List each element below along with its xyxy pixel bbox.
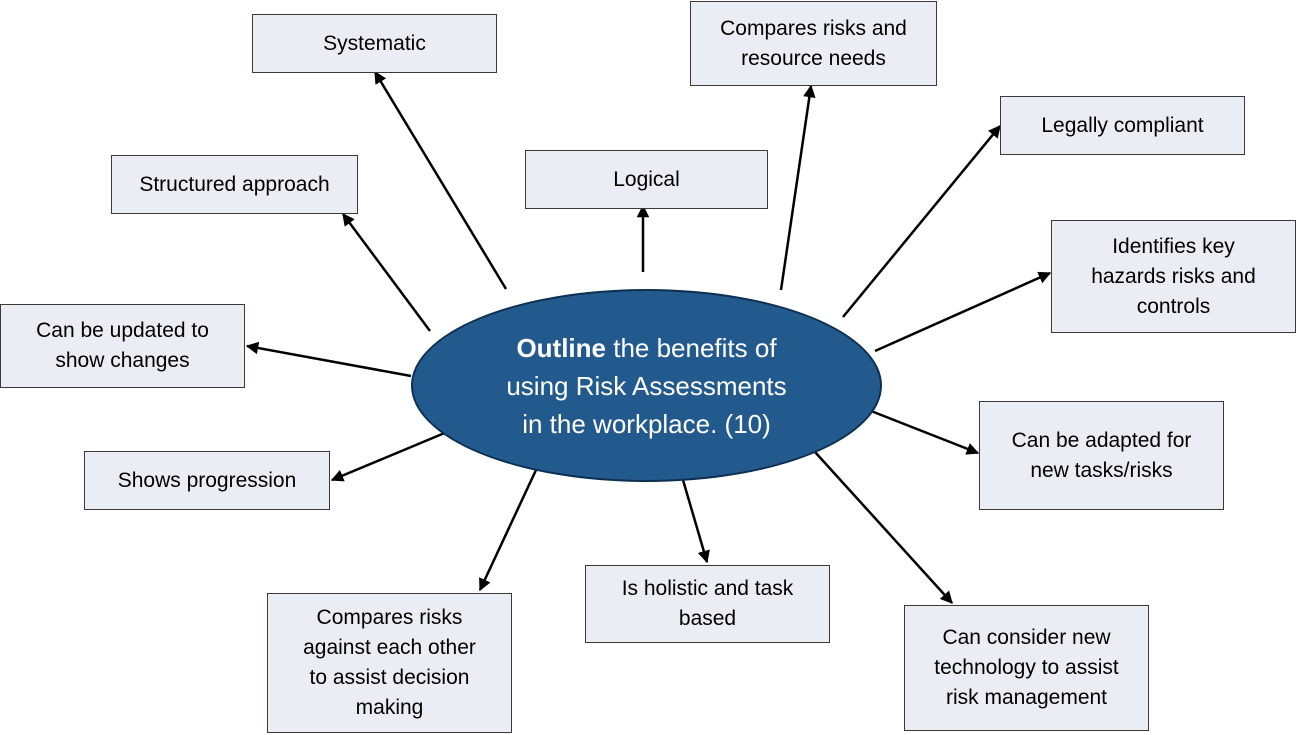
node-line: Structured approach [139, 172, 330, 196]
node-new-technology: Can consider new technology to assist ri… [904, 605, 1149, 731]
node-line: to assist decision [309, 666, 470, 689]
node-identifies-hazards: Identifies key hazards risks and control… [1051, 220, 1296, 333]
node-line: risk management [945, 686, 1108, 709]
arrow-to-shows-progression [330, 430, 448, 482]
arrow-to-systematic [373, 70, 508, 290]
node-line: Can be updated to [36, 319, 209, 342]
node-line: Systematic [323, 31, 426, 55]
hub-line-2: using Risk Assessments [506, 370, 787, 401]
node-line: controls [1136, 294, 1211, 318]
arrow-to-legally-compliant [842, 125, 1001, 318]
arrow-to-is-holistic [681, 479, 710, 564]
node-line: Is holistic and task [621, 577, 794, 600]
hub-line-3: in the workplace. (10) [522, 408, 771, 439]
node-line: resource needs [741, 46, 886, 70]
node-compares-against-each-other: Compares risks against each other to ass… [267, 593, 512, 733]
arrow-to-new-technology [814, 451, 953, 604]
node-is-holistic: Is holistic and task based [585, 565, 830, 643]
hub-line-1-rest: the benefits of [606, 332, 777, 363]
node-legally-compliant: Legally compliant [1000, 96, 1245, 155]
node-can-be-adapted: Can be adapted for new tasks/risks [979, 401, 1224, 510]
arrow-to-can-be-updated [245, 341, 412, 378]
node-line: Identifies key [1112, 234, 1235, 258]
node-can-be-updated: Can be updated to show changes [0, 304, 245, 388]
node-line: Can consider new [942, 626, 1111, 649]
node-line: Compares risks and [720, 16, 907, 40]
arrow-to-compares-against-each-other [478, 469, 538, 592]
node-line: Legally compliant [1041, 113, 1204, 137]
node-line: making [355, 696, 424, 719]
node-line: technology to assist [934, 656, 1119, 679]
node-line: based [678, 607, 737, 630]
arrow-to-compares-risks-resources [779, 84, 816, 291]
node-line: Shows progression [117, 468, 297, 492]
central-question-ellipse: Outline the benefits of using Risk Asses… [411, 289, 882, 482]
arrow-to-can-be-adapted [870, 409, 980, 455]
hub-line-1: Outline the benefits of [516, 329, 776, 367]
arrow-to-identifies-hazards [874, 271, 1052, 353]
node-logical: Logical [525, 150, 768, 209]
hub-keyword: Outline [516, 332, 606, 363]
node-line: Logical [613, 167, 680, 191]
node-line: new tasks/risks [1030, 458, 1173, 482]
node-structured-approach: Structured approach [111, 155, 358, 214]
node-line: Can be adapted for [1011, 428, 1192, 452]
node-line: hazards risks and [1091, 264, 1256, 288]
node-line: Compares risks [316, 606, 463, 629]
node-line: show changes [55, 349, 190, 372]
node-shows-progression: Shows progression [84, 451, 330, 510]
node-line: against each other [303, 636, 476, 659]
arrow-to-structured-approach [341, 212, 432, 332]
node-compares-risks-resources: Compares risks and resource needs [690, 1, 937, 86]
node-systematic: Systematic [252, 14, 497, 73]
